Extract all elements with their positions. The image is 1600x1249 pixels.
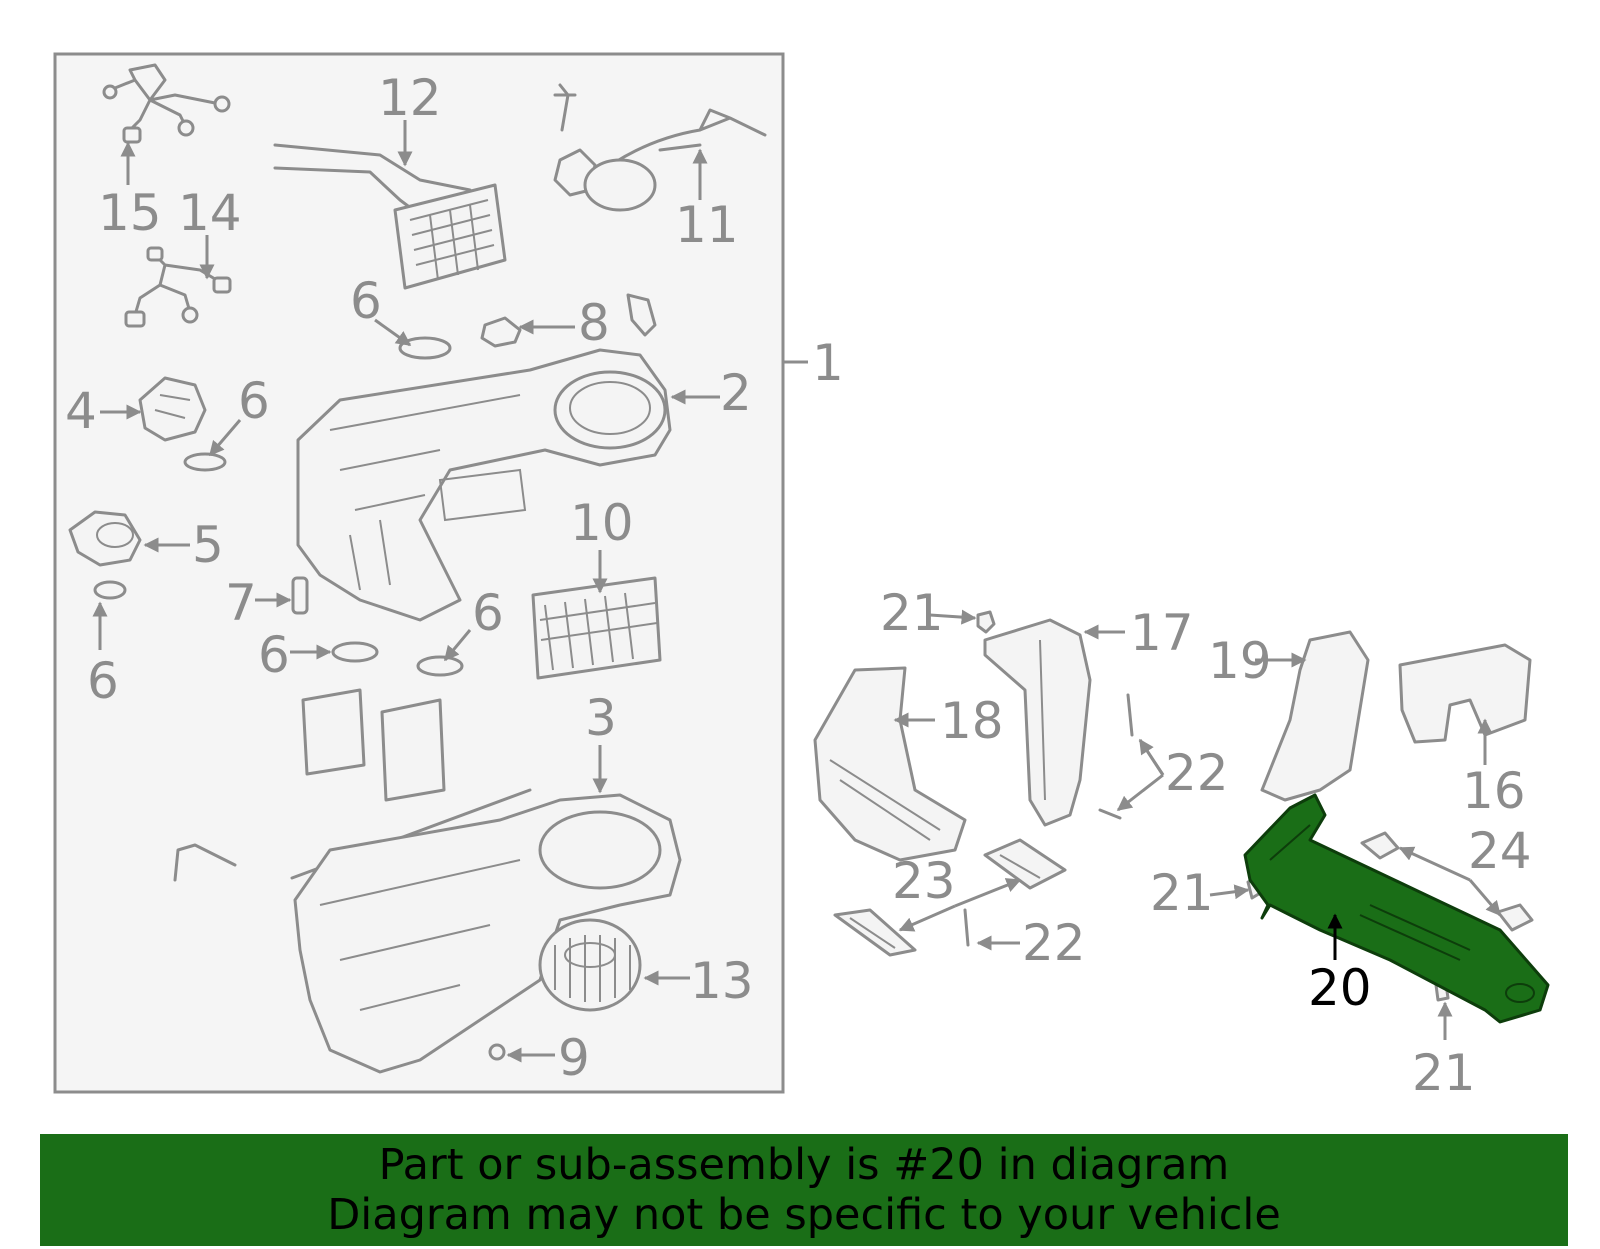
cabin-filter-10 <box>531 576 662 680</box>
callout-12: 12 <box>378 69 442 127</box>
gasket-6c <box>93 580 127 600</box>
vent-23 <box>833 838 1067 957</box>
screw-22a <box>1098 693 1134 820</box>
callout-7: 7 <box>225 574 257 632</box>
duct-18 <box>813 666 967 862</box>
evaporator-core-b <box>380 698 446 802</box>
callout-20: 20 <box>1308 959 1372 1017</box>
callout-6b: 6 <box>238 372 270 430</box>
valve-7 <box>291 576 309 615</box>
callout-15: 15 <box>98 184 162 242</box>
callout-11: 11 <box>675 196 739 254</box>
clip-24a <box>1360 831 1400 860</box>
callout-23: 23 <box>892 852 956 910</box>
screw-22b <box>963 908 970 947</box>
callout-6e: 6 <box>472 584 504 642</box>
callout-5: 5 <box>192 516 224 574</box>
gasket-6b <box>183 452 227 472</box>
banner-line-part: Part or sub-assembly is #20 in diagram <box>378 1140 1230 1190</box>
heater-core-12 <box>273 143 507 290</box>
callout-9: 9 <box>558 1029 590 1087</box>
drain-hose <box>173 843 237 882</box>
lower-case-3 <box>290 788 682 1074</box>
wiring-harness-15 <box>102 63 231 144</box>
callout-6c: 6 <box>87 652 119 710</box>
callout-4: 4 <box>65 382 97 440</box>
callout-22b: 22 <box>1022 914 1086 972</box>
callout-8: 8 <box>578 294 610 352</box>
wiring-harness-14 <box>124 246 232 328</box>
duct-17 <box>983 618 1092 827</box>
callout-2: 2 <box>720 364 752 422</box>
callout-16: 16 <box>1462 762 1526 820</box>
callout-6d: 6 <box>258 626 290 684</box>
callout-13: 13 <box>690 952 754 1010</box>
callout-10: 10 <box>570 494 634 552</box>
wiring-harness-11 <box>553 83 767 212</box>
callout-22a: 22 <box>1165 744 1229 802</box>
upper-case-2 <box>296 348 672 622</box>
banner-line-disclaimer: Diagram may not be specific to your vehi… <box>327 1190 1281 1240</box>
callout-21a: 21 <box>880 584 944 642</box>
gasket-6d <box>331 641 379 663</box>
callout-17: 17 <box>1130 604 1194 662</box>
callout-1: 1 <box>812 334 844 392</box>
callout-3: 3 <box>585 689 617 747</box>
callout-18: 18 <box>940 692 1004 750</box>
callout-21c: 21 <box>1412 1044 1476 1102</box>
blower-motor-13 <box>538 918 642 1012</box>
screw-9 <box>488 1043 506 1061</box>
callout-14: 14 <box>178 184 242 242</box>
callout-6a: 6 <box>350 272 382 330</box>
callout-19: 19 <box>1208 632 1272 690</box>
actuator-5 <box>68 510 142 567</box>
callout-21b: 21 <box>1150 864 1214 922</box>
duct-16 <box>1398 643 1532 744</box>
duct-20-highlighted <box>1243 793 1550 1024</box>
actuator-4 <box>138 376 207 442</box>
info-banner: Part or sub-assembly is #20 in diagram D… <box>40 1134 1568 1246</box>
callout-24: 24 <box>1468 822 1532 880</box>
clip-21a <box>976 610 996 634</box>
evaporator-core-a <box>301 688 366 776</box>
gasket-6e <box>416 655 464 677</box>
gasket-6a <box>398 336 452 360</box>
clip-24b <box>1496 903 1534 932</box>
sensor-8 <box>480 293 657 348</box>
duct-19 <box>1260 630 1370 802</box>
